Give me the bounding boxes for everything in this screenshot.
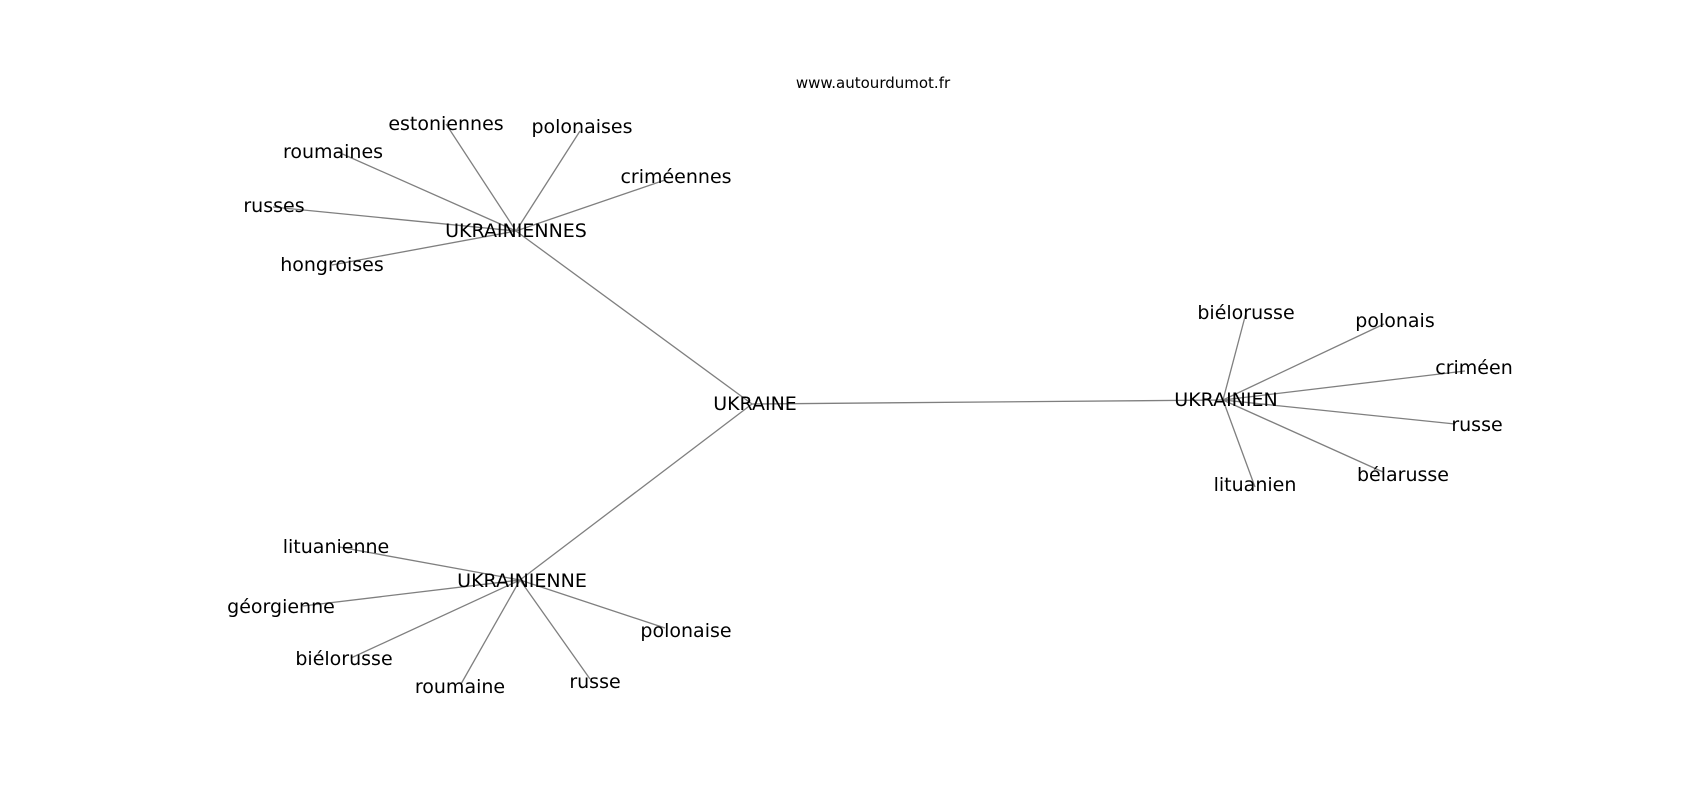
edge-ukrainiennes-crimeennes [515,179,666,232]
edge-center-ukrainien [751,399,1224,405]
edge-ukrainien-belarusse [1222,399,1384,473]
edge-ukrainiennes-russes [272,206,517,232]
node-related-word: biélorusse [1197,302,1294,324]
node-related-word: polonais [1355,310,1434,332]
node-related-word: russe [569,671,620,693]
node-related-word: polonaise [640,620,731,642]
node-related-word: criméen [1435,357,1512,379]
node-center-word: UKRAINE [713,393,797,415]
node-related-word: lituanien [1214,474,1297,496]
edge-ukrainien-polonais [1222,323,1385,401]
node-cluster-word: UKRAINIENNE [457,570,587,592]
node-related-word: criméennes [620,166,731,188]
node-related-word: bélarusse [1357,464,1449,486]
edge-ukrainiennes-estoniennes [445,123,517,232]
graph-edges [272,123,1466,685]
node-related-word: estoniennes [388,113,503,135]
edge-ukrainiennes-polonaises [515,130,581,232]
edge-ukrainienne-georgienne [302,579,521,607]
edge-center-ukrainienne [519,403,753,581]
edge-ukrainien-bielorusse [1222,312,1247,401]
edge-ukrainienne-lituanienne [338,546,521,581]
edge-ukrainienne-roumaine [460,579,521,685]
node-related-word: hongroises [280,254,384,276]
edge-ukrainiennes-hongroises [331,230,517,266]
edge-ukrainiennes-roumaines [337,151,517,232]
edge-ukrainien-lituanien [1222,399,1256,488]
edge-center-ukrainiennes [515,230,753,405]
site-watermark: www.autourdumot.fr [796,74,951,92]
edge-ukrainien-crimeen [1222,370,1466,401]
node-cluster-word: UKRAINIEN [1174,389,1277,411]
node-related-word: lituanienne [283,536,389,558]
edge-ukrainienne-russe [519,579,591,680]
node-cluster-word: UKRAINIENNES [445,220,587,242]
node-related-word: russe [1451,414,1502,436]
node-related-word: géorgienne [227,596,335,618]
node-related-word: roumaines [283,141,383,163]
edge-ukrainien-russe [1222,399,1456,425]
node-related-word: polonaises [531,116,632,138]
edge-ukrainienne-polonaise [519,579,666,629]
graph-labels: www.autourdumot.fr UKRAINE UKRAINIENNES … [227,74,1513,698]
node-related-word: roumaine [415,676,505,698]
node-related-word: biélorusse [295,648,392,670]
node-related-word: russes [243,195,304,217]
edge-ukrainienne-bielorusse [350,579,521,659]
